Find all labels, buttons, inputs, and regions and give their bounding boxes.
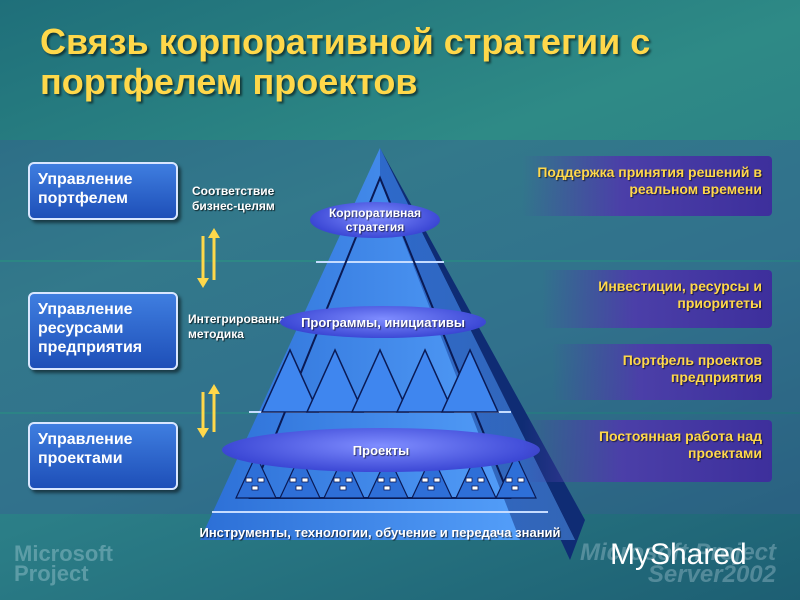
box-resource-management: Управление ресурсами предприятия bbox=[28, 292, 178, 370]
box-project-management: Управление проектами bbox=[28, 422, 178, 490]
box-enterprise-portfolio: Портфель проектов предприятия bbox=[552, 344, 772, 400]
logo-right-line2: Server2002 bbox=[647, 561, 776, 588]
double-arrow-icon-upper bbox=[197, 228, 220, 288]
watermark: MyShared bbox=[610, 538, 747, 571]
pill-projects: Проекты bbox=[222, 428, 540, 472]
logo-right-line1: Microsoft Project bbox=[579, 539, 776, 566]
label-business-alignment: Соответствие бизнес-целям bbox=[192, 184, 275, 213]
project-triangles bbox=[235, 453, 537, 499]
pyramid-base-label: Инструменты, технологии, обучение и пере… bbox=[199, 525, 561, 540]
microsoft-project-logo: Microsoft Project bbox=[14, 541, 113, 586]
logo-left-line1: Microsoft bbox=[14, 541, 113, 566]
logo-left-line2: Project bbox=[14, 561, 89, 586]
pill-corporate-strategy: Корпоративная стратегия bbox=[310, 202, 440, 238]
box-investments: Инвестиции, ресурсы и приоритеты bbox=[542, 270, 772, 328]
pill-programs: Программы, инициативы bbox=[280, 306, 486, 338]
box-portfolio-management: Управление портфелем bbox=[28, 162, 178, 220]
slide-title: Связь корпоративной стратегии с портфеле… bbox=[40, 21, 651, 102]
box-ongoing-work: Постоянная работа над проектами bbox=[522, 420, 772, 482]
project-node-icons bbox=[245, 477, 525, 491]
box-decision-support: Поддержка принятия решений в реальном вр… bbox=[522, 156, 772, 216]
program-triangles bbox=[260, 348, 500, 413]
label-integrated-method: Интегрированная методика bbox=[188, 312, 293, 341]
project-server-logo: Microsoft Project Server2002 bbox=[579, 539, 776, 588]
double-arrow-icon-lower bbox=[197, 384, 220, 438]
